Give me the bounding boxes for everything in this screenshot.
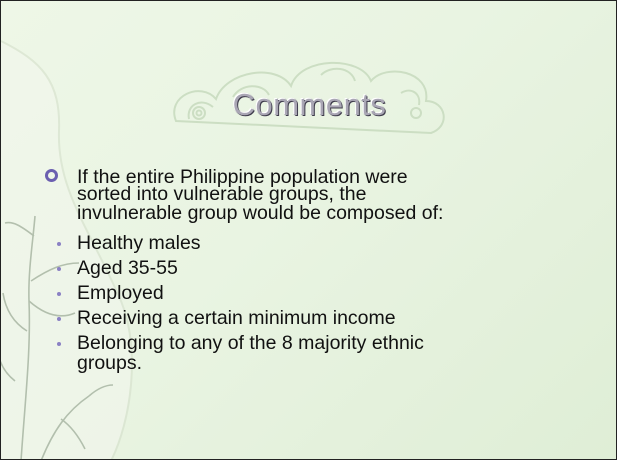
list-item-text: Aged 35-55	[77, 257, 178, 279]
dot-bullet-icon	[57, 342, 61, 346]
list-item-text: Employed	[77, 282, 164, 304]
bamboo-drawing	[1, 215, 114, 459]
list-item-text-continued: groups.	[77, 352, 143, 374]
list-item-text: Belonging to any of the 8 majority ethni…	[77, 332, 424, 354]
list-item-text: Healthy males	[77, 232, 201, 254]
cloud-scroll-ornament	[173, 61, 445, 135]
vase-silhouette	[1, 40, 133, 459]
list-item-text: Receiving a certain minimum income	[77, 307, 396, 329]
ring-bullet-icon	[45, 169, 58, 182]
dot-bullet-icon	[57, 292, 61, 296]
intro-line-2: sorted into vulnerable groups, the	[77, 183, 367, 205]
intro-line-3: invulnerable group would be composed of:	[77, 202, 444, 224]
slide-title: Comments	[232, 87, 387, 122]
dot-bullet-icon	[57, 267, 61, 271]
intro-line-1: If the entire Philippine population were	[77, 166, 408, 188]
dot-bullet-icon	[57, 242, 61, 246]
dot-bullet-icon	[57, 317, 61, 321]
